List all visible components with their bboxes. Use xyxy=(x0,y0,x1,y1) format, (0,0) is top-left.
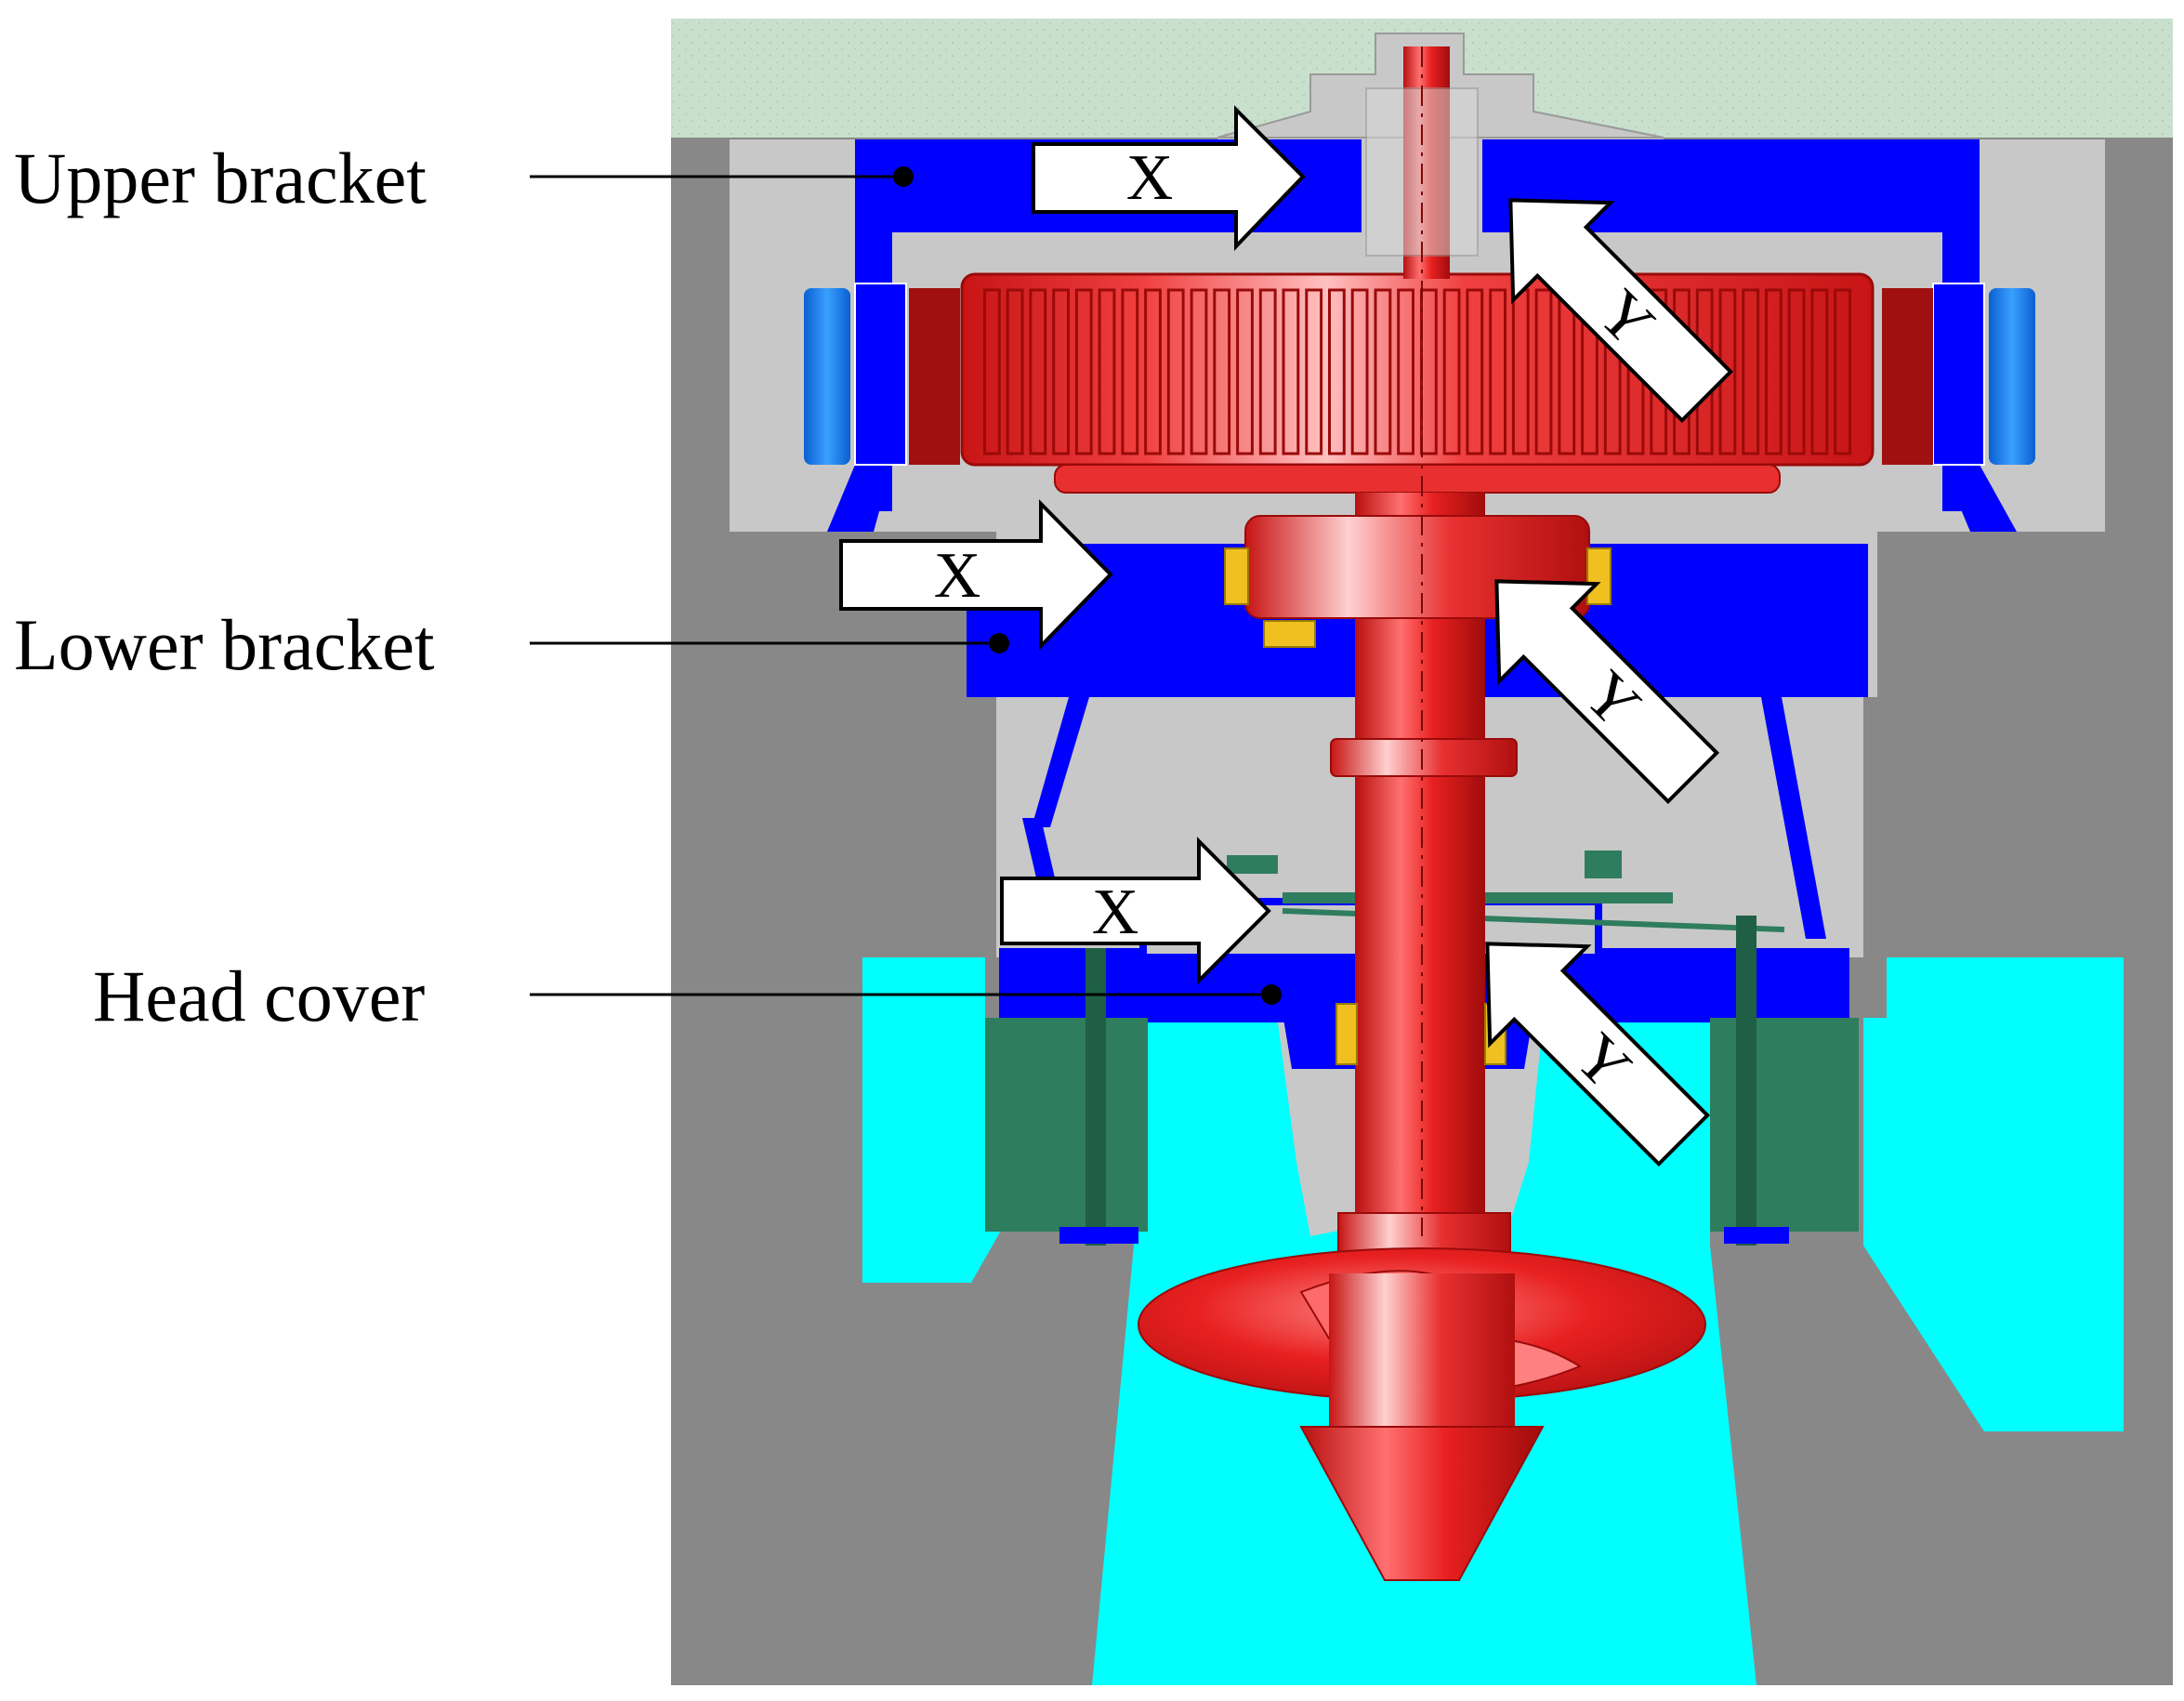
rotor-pole xyxy=(1534,288,1553,455)
stay-ring-right xyxy=(1710,1018,1859,1232)
rotor-pole xyxy=(1765,288,1783,455)
bearing-pad-right xyxy=(1586,547,1612,605)
stay-bolt-right xyxy=(1736,916,1756,1246)
arrow-x-upper: X xyxy=(1032,105,1306,251)
arrow-x-head-shape xyxy=(1000,837,1271,985)
rotor-pole xyxy=(1305,288,1323,455)
runner-nose-cone xyxy=(1299,1426,1545,1581)
stator-core-right xyxy=(1882,288,1933,465)
rotor-pole xyxy=(1397,288,1414,455)
rotor-pole xyxy=(1052,288,1070,455)
stay-ring-left xyxy=(985,1018,1148,1232)
rotor-pole xyxy=(1236,288,1254,455)
rotor-pole xyxy=(1742,288,1760,455)
rotor-pole xyxy=(1213,288,1231,455)
rotor-pole xyxy=(1074,288,1093,455)
callout-head-cover: Head cover xyxy=(93,956,1282,1036)
callout-upper-bracket: Upper bracket xyxy=(14,138,914,218)
rotor-pole xyxy=(1787,288,1806,455)
label-lower-bracket: Lower bracket xyxy=(14,604,435,685)
water-passage-right-stay xyxy=(1863,957,2124,1431)
rotor-pole xyxy=(1144,288,1162,455)
stay-bolt-left xyxy=(1085,948,1106,1246)
rotor-pole xyxy=(1328,288,1346,455)
rotor-pole xyxy=(1374,288,1392,455)
arrow-x-upper-shape xyxy=(1032,105,1306,251)
cooler-right xyxy=(1989,288,2035,465)
arrow-x-lower-shape xyxy=(839,499,1113,651)
shaft-coupling xyxy=(1330,738,1518,777)
main-shaft xyxy=(1224,46,1612,1256)
rotor-pole xyxy=(1282,288,1300,455)
cooler-left xyxy=(804,288,850,465)
rotor-pole xyxy=(1258,288,1277,455)
generator-rotor xyxy=(960,272,1875,494)
rotor-pole xyxy=(1006,288,1024,455)
stator-left xyxy=(854,283,907,466)
upper-bracket-foot-right xyxy=(1942,465,2017,532)
label-head-cover: Head cover xyxy=(93,956,425,1036)
arrow-x-lower: X xyxy=(839,499,1113,651)
bearing-foot-left xyxy=(1263,620,1316,648)
stay-ring xyxy=(985,916,1859,1246)
rotor-pole xyxy=(1489,288,1506,455)
guide-vane-arm-right xyxy=(1585,850,1622,878)
rotor-pole xyxy=(1098,288,1116,455)
head-cover-cone xyxy=(1278,1022,1357,1236)
arrow-y-head-shape xyxy=(1485,942,1711,1167)
label-upper-bracket: Upper bracket xyxy=(14,138,427,218)
rotor-spider-bottom xyxy=(1054,464,1781,494)
water-passage-left-stay xyxy=(862,957,1008,1283)
leader-dot-upper-bracket xyxy=(893,166,914,187)
rotor-pole xyxy=(1810,288,1829,455)
rotor-pole xyxy=(1029,288,1047,455)
force-arrows: X Y X Y X Y xyxy=(839,105,1734,1167)
stator-right xyxy=(1932,283,1985,466)
kaplan-runner xyxy=(1138,1247,1706,1581)
rotor-pole xyxy=(1834,288,1851,455)
rotor-pole xyxy=(1466,288,1484,455)
bearing-pad-left xyxy=(1224,547,1249,605)
lower-bracket-strut-right xyxy=(1761,697,1826,939)
arrow-x-upper-label: X xyxy=(1126,142,1174,214)
arrow-x-head: X xyxy=(1000,837,1271,985)
guide-vane-arm xyxy=(1227,855,1278,874)
stay-ring-foot-right xyxy=(1724,1227,1789,1244)
arrow-x-head-label: X xyxy=(1092,877,1139,948)
upper-bracket-foot-left xyxy=(827,465,892,532)
runner-hub xyxy=(1329,1273,1515,1431)
arrow-y-lower: Y xyxy=(1494,579,1720,805)
stay-ring-foot-left xyxy=(1059,1227,1138,1244)
stator-core-left xyxy=(909,288,960,465)
rotor-pole xyxy=(1166,288,1185,455)
arrow-y-upper-shape xyxy=(1508,198,1734,424)
rotor-pole xyxy=(1350,288,1369,455)
leader-dot-head-cover xyxy=(1261,984,1282,1005)
rotor-pole xyxy=(1121,288,1139,455)
stator-coolers xyxy=(804,283,2035,466)
rotor-pole xyxy=(983,288,1001,455)
callout-lower-bracket: Lower bracket xyxy=(14,604,1009,685)
arrow-x-lower-label: X xyxy=(934,540,981,612)
rotor-pole xyxy=(1442,288,1461,455)
lower-bracket-strut-left xyxy=(1032,697,1089,827)
turbine-bearing-pad-left xyxy=(1335,1003,1358,1065)
rotor-pole xyxy=(1190,288,1208,455)
leader-dot-lower-bracket xyxy=(989,633,1009,653)
arrow-y-lower-shape xyxy=(1494,579,1720,805)
